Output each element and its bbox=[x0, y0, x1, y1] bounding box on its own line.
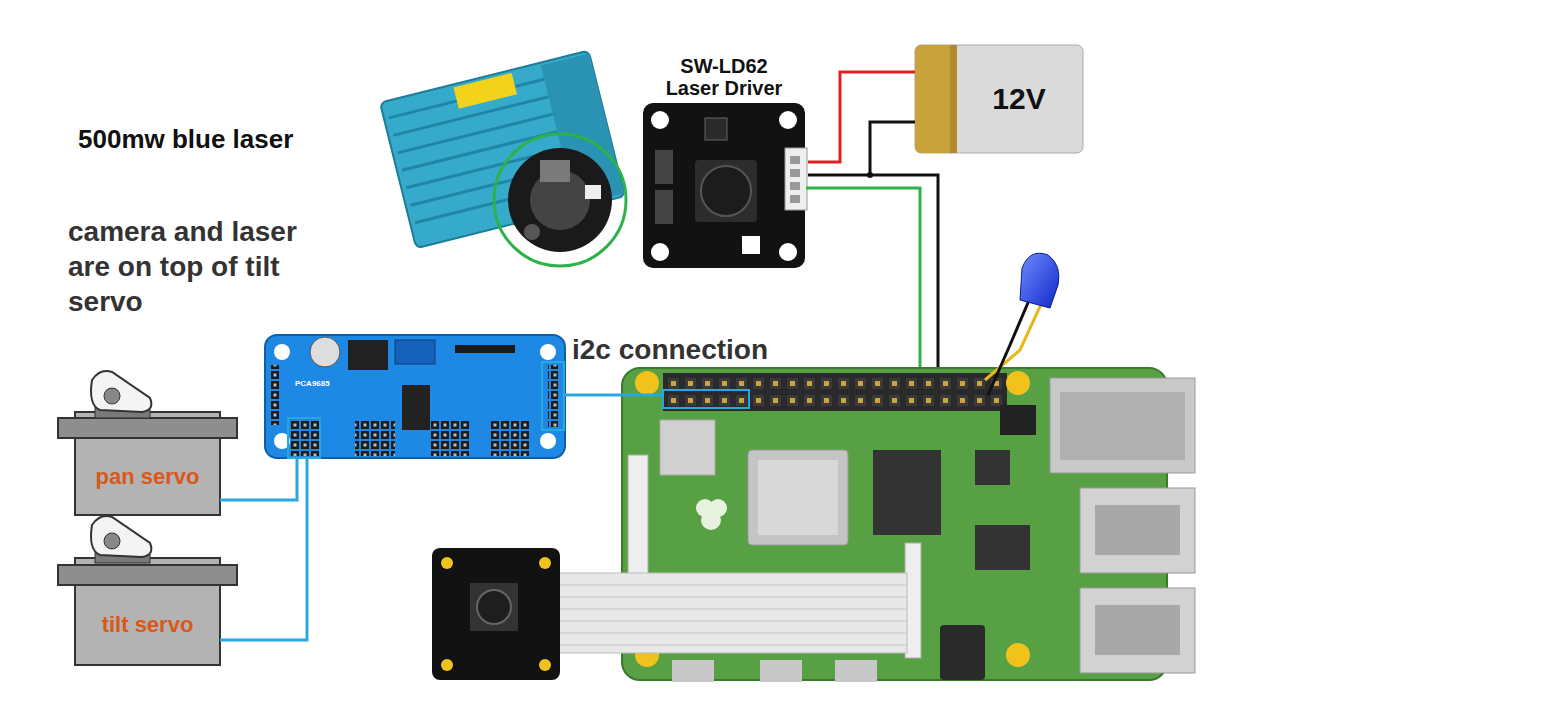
node-text: PCA9685 bbox=[295, 379, 330, 389]
laser-module bbox=[380, 51, 626, 266]
note: camera and laser are on top of tilt serv… bbox=[68, 214, 336, 319]
servo-body: pan servo bbox=[75, 438, 220, 515]
pwm-driver-board: PCA9685 bbox=[265, 335, 565, 458]
tilt-servo-illustration bbox=[58, 516, 237, 665]
camera-module bbox=[432, 548, 907, 680]
battery: 12V bbox=[915, 45, 1083, 153]
node-text: tilt servo bbox=[102, 612, 194, 638]
wire bbox=[220, 458, 297, 500]
node-text: SW-LD62 Laser Driver bbox=[654, 55, 794, 99]
wire bbox=[808, 122, 915, 175]
i2c-wire bbox=[564, 394, 663, 397]
pan-servo-illustration bbox=[58, 371, 237, 515]
node-text: pan servo bbox=[96, 464, 200, 490]
pwm-board-illustration bbox=[265, 335, 565, 458]
node-text: 12V bbox=[992, 82, 1045, 116]
wire bbox=[220, 458, 307, 640]
gnd-wire bbox=[870, 175, 938, 380]
pwm-wire bbox=[806, 188, 920, 380]
laser-driver-illustration bbox=[643, 103, 807, 268]
i2c-header-mark bbox=[663, 390, 749, 408]
wire bbox=[808, 72, 915, 162]
laser-driver-board: SW-LD62 Laser Driver bbox=[640, 52, 808, 268]
battery-illustration bbox=[915, 45, 1083, 153]
blue-led bbox=[985, 253, 1059, 395]
part-name: 500mw blue laser bbox=[78, 124, 293, 154]
connection-name: i2c connection bbox=[572, 334, 768, 366]
servo-body: tilt servo bbox=[75, 585, 220, 665]
